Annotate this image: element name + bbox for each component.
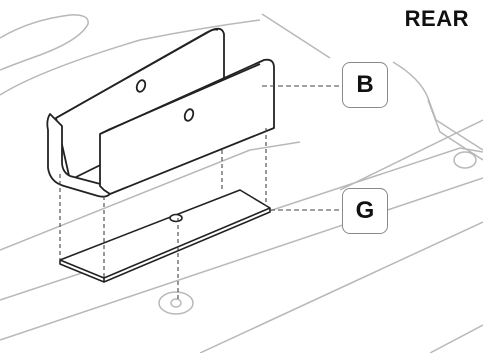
- rear-heading: REAR: [404, 6, 469, 31]
- leader-lines: [262, 85, 342, 211]
- projection-lines: [59, 128, 267, 300]
- bracket-b: [46, 27, 275, 198]
- callout-g: G: [342, 188, 388, 234]
- callout-b: B: [342, 62, 388, 108]
- plate-g: [59, 189, 271, 283]
